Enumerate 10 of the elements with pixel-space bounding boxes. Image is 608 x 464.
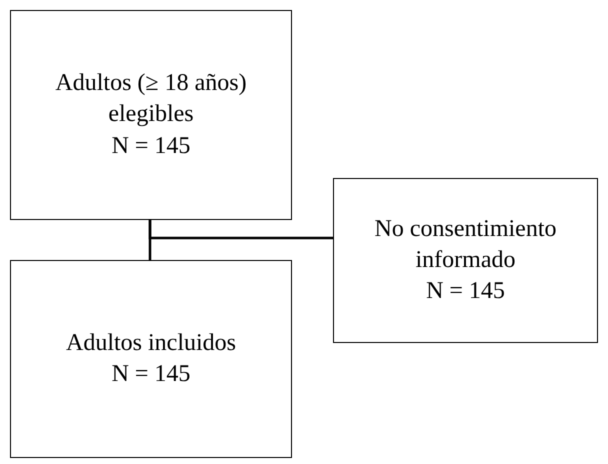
flow-box — [333, 178, 598, 343]
count-label: N = 145 — [426, 277, 505, 306]
flow-box — [10, 10, 292, 220]
count-label: N = 145 — [112, 132, 190, 161]
flow-box — [10, 260, 292, 458]
connector-line — [148, 220, 333, 240]
box-label: No consentimiento informado — [374, 214, 558, 275]
box-label: Adultos incluidos — [66, 328, 236, 358]
count-label: N = 145 — [112, 360, 190, 389]
box-label: Adultos (≥ 18 años) elegibles — [54, 69, 248, 130]
